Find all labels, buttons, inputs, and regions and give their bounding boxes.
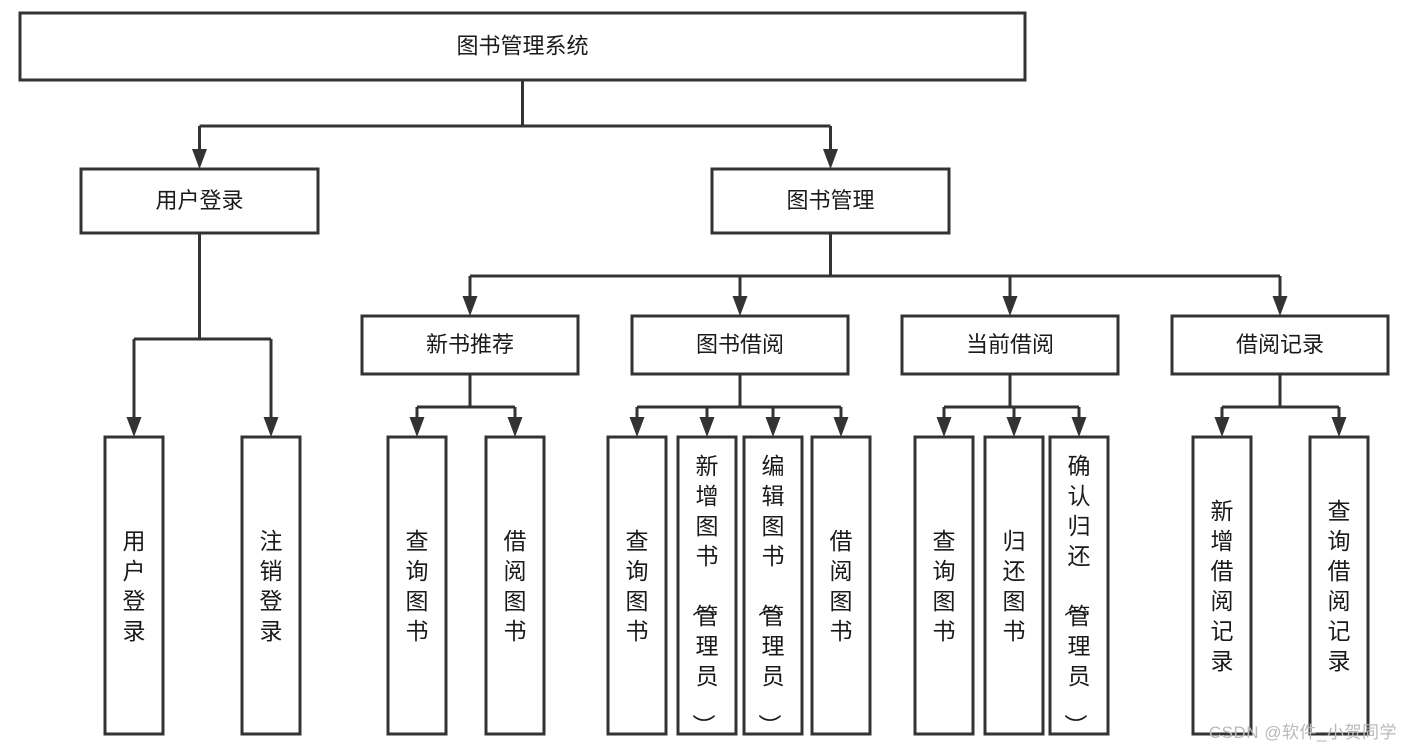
node-label: 编辑图书（管理员） (757, 453, 785, 737)
node-label: 新增图书（管理员） (691, 453, 719, 737)
node-box (79, 167, 320, 235)
node-box (710, 167, 951, 235)
edge-arrowhead (1002, 296, 1018, 316)
edge-arrowhead (1071, 417, 1087, 437)
node-box (1308, 435, 1370, 736)
node-box (240, 435, 302, 736)
node-label: 确认归还（管理员） (1063, 453, 1091, 737)
edge-arrowhead (765, 417, 781, 437)
node-borrow-record[interactable]: 借阅记录 (1170, 314, 1390, 376)
edge-arrowhead (1006, 417, 1022, 437)
node-box (1191, 435, 1253, 736)
edge-group-new-book-rec (409, 374, 523, 437)
node-label: 归还图书 (1003, 528, 1026, 644)
node-label: 借阅图书 (504, 528, 527, 644)
node-label: 用户登录 (123, 528, 146, 644)
node-leaf-query-book-2[interactable]: 查询图书 (606, 435, 668, 736)
edge-arrowhead (1272, 296, 1288, 316)
node-new-book-rec[interactable]: 新书推荐 (360, 314, 580, 376)
node-label: 用户登录 (155, 188, 243, 213)
node-box (386, 435, 448, 736)
node-label: 新书推荐 (426, 332, 514, 357)
node-box (630, 314, 850, 376)
node-leaf-confirm-return[interactable]: 确认归还（管理员） (1048, 435, 1110, 737)
edge-group-current-borrow (936, 374, 1087, 437)
node-leaf-return-book[interactable]: 归还图书 (983, 435, 1045, 736)
node-book-manage[interactable]: 图书管理 (710, 167, 951, 235)
edge-group-user-login (126, 233, 279, 437)
node-label: 查询图书 (406, 528, 429, 644)
node-book-borrow[interactable]: 图书借阅 (630, 314, 850, 376)
edge-arrowhead (629, 417, 645, 437)
node-label: 图书管理 (786, 188, 874, 213)
node-leaf-add-book[interactable]: 新增图书（管理员） (676, 435, 738, 737)
node-box (484, 435, 546, 736)
node-leaf-query-record[interactable]: 查询借阅记录 (1308, 435, 1370, 736)
node-leaf-add-record[interactable]: 新增借阅记录 (1191, 435, 1253, 736)
node-label: 图书借阅 (696, 332, 784, 357)
edge-layer (126, 80, 1347, 437)
csdn-watermark: CSDN @软件_小贺同学 (1208, 723, 1397, 742)
edge-arrowhead (936, 417, 952, 437)
node-current-borrow[interactable]: 当前借阅 (900, 314, 1120, 376)
node-box (810, 435, 872, 736)
node-box (676, 435, 738, 736)
node-box (1048, 435, 1110, 736)
edge-arrowhead (462, 296, 478, 316)
edge-group-book-manage (462, 233, 1288, 316)
node-label: 图书管理系统 (456, 33, 588, 58)
edge-arrowhead (192, 149, 207, 169)
node-label: 查询图书 (626, 528, 649, 644)
edge-arrowhead (1214, 417, 1230, 437)
node-box (983, 435, 1045, 736)
node-box (606, 435, 668, 736)
node-root[interactable]: 图书管理系统 (18, 11, 1027, 82)
node-leaf-borrow-book-2[interactable]: 借阅图书 (810, 435, 872, 736)
node-label: 新增借阅记录 (1211, 498, 1234, 674)
edge-arrowhead (1331, 417, 1347, 437)
node-box (913, 435, 975, 736)
edge-arrowhead (507, 417, 523, 437)
edge-arrowhead (699, 417, 715, 437)
edge-arrowhead (263, 417, 279, 437)
edge-group-root (192, 80, 838, 169)
node-leaf-query-book-1[interactable]: 查询图书 (386, 435, 448, 736)
edge-arrowhead (409, 417, 425, 437)
node-label: 查询图书 (933, 528, 956, 644)
node-box (1170, 314, 1390, 376)
node-user-login[interactable]: 用户登录 (79, 167, 320, 235)
node-leaf-query-book-3[interactable]: 查询图书 (913, 435, 975, 736)
node-leaf-edit-book[interactable]: 编辑图书（管理员） (742, 435, 804, 737)
node-leaf-user-login[interactable]: 用户登录 (103, 435, 165, 736)
edge-group-book-borrow (629, 374, 849, 437)
edge-arrowhead (732, 296, 748, 316)
node-label: 借阅图书 (830, 528, 853, 644)
node-leaf-logout[interactable]: 注销登录 (240, 435, 302, 736)
node-box (360, 314, 580, 376)
node-label: 借阅记录 (1236, 332, 1324, 357)
node-label: 当前借阅 (966, 332, 1054, 357)
node-box (742, 435, 804, 736)
edge-arrowhead (823, 149, 838, 169)
node-box (900, 314, 1120, 376)
node-layer: 图书管理系统用户登录图书管理新书推荐图书借阅当前借阅借阅记录用户登录注销登录查询… (18, 11, 1390, 737)
edge-group-borrow-record (1214, 374, 1347, 437)
node-box (103, 435, 165, 736)
edge-arrowhead (833, 417, 849, 437)
node-box (18, 11, 1027, 82)
node-label: 查询借阅记录 (1328, 498, 1351, 674)
node-label: 注销登录 (260, 528, 283, 644)
node-leaf-borrow-book-1[interactable]: 借阅图书 (484, 435, 546, 736)
edge-arrowhead (126, 417, 142, 437)
